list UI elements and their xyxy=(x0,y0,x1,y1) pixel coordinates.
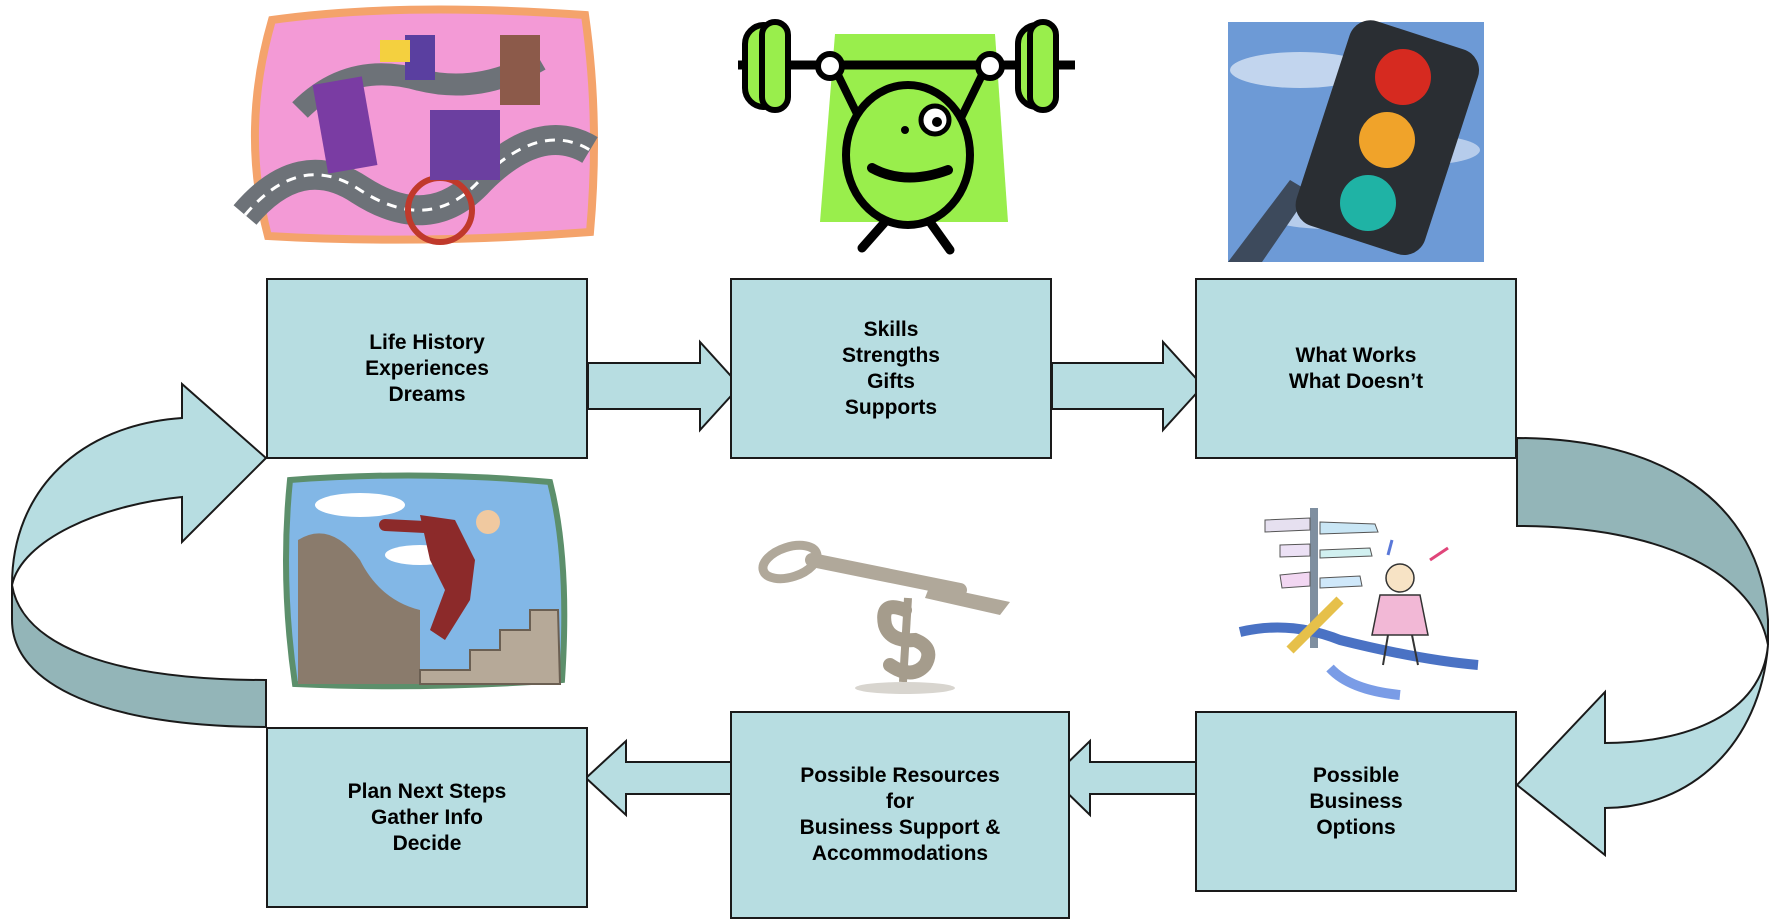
climbing-stairs-clipart-icon xyxy=(283,472,568,690)
step-line: Life History xyxy=(369,330,485,354)
traffic-light-photo-icon xyxy=(1228,20,1484,262)
journey-clipart-icon xyxy=(233,5,598,245)
step-life-history: Life History Experiences Dreams xyxy=(266,278,588,459)
step-what-works: What Works What Doesn’t xyxy=(1195,278,1517,459)
step-plan-next-steps: Plan Next Steps Gather Info Decide xyxy=(266,727,588,908)
step-line: What Doesn’t xyxy=(1288,369,1424,393)
step-line: Dreams xyxy=(388,382,466,406)
step-line: Decide xyxy=(392,831,462,855)
arrow-skills-to-works xyxy=(1051,339,1205,433)
dollar-key-icon xyxy=(758,540,1010,694)
arrow-options-to-resources xyxy=(1050,738,1200,818)
curved-arrow-right xyxy=(1515,436,1769,858)
step-line: Skills xyxy=(863,317,919,341)
step-line: Plan Next Steps xyxy=(347,779,507,803)
step-resources: Possible Resources for Business Support … xyxy=(730,711,1070,919)
step-line: Business xyxy=(1309,789,1403,813)
step-skills: Skills Strengths Gifts Supports xyxy=(730,278,1052,459)
step-business-options: Possible Business Options xyxy=(1195,711,1517,892)
step-line: Gather Info xyxy=(370,805,483,829)
step-line: Experiences xyxy=(365,356,489,380)
arrow-resources-to-plan xyxy=(584,738,738,818)
step-line: Strengths xyxy=(841,343,940,367)
step-line: What Works xyxy=(1295,343,1417,367)
step-line: Possible xyxy=(1312,763,1400,787)
weightlifter-clipart-icon xyxy=(738,19,1075,255)
step-line: Supports xyxy=(844,395,938,419)
step-line: Possible Resources xyxy=(800,764,1000,787)
step-line: Accommodations xyxy=(811,842,989,865)
step-line: Gifts xyxy=(867,369,915,393)
step-line: Options xyxy=(1316,815,1396,839)
step-line: for xyxy=(886,790,914,813)
arrow-life-to-skills xyxy=(587,339,742,433)
signpost-crossroads-clipart-icon xyxy=(1238,508,1479,700)
step-line: Business Support & xyxy=(799,816,1001,839)
curved-arrow-left xyxy=(11,381,268,729)
